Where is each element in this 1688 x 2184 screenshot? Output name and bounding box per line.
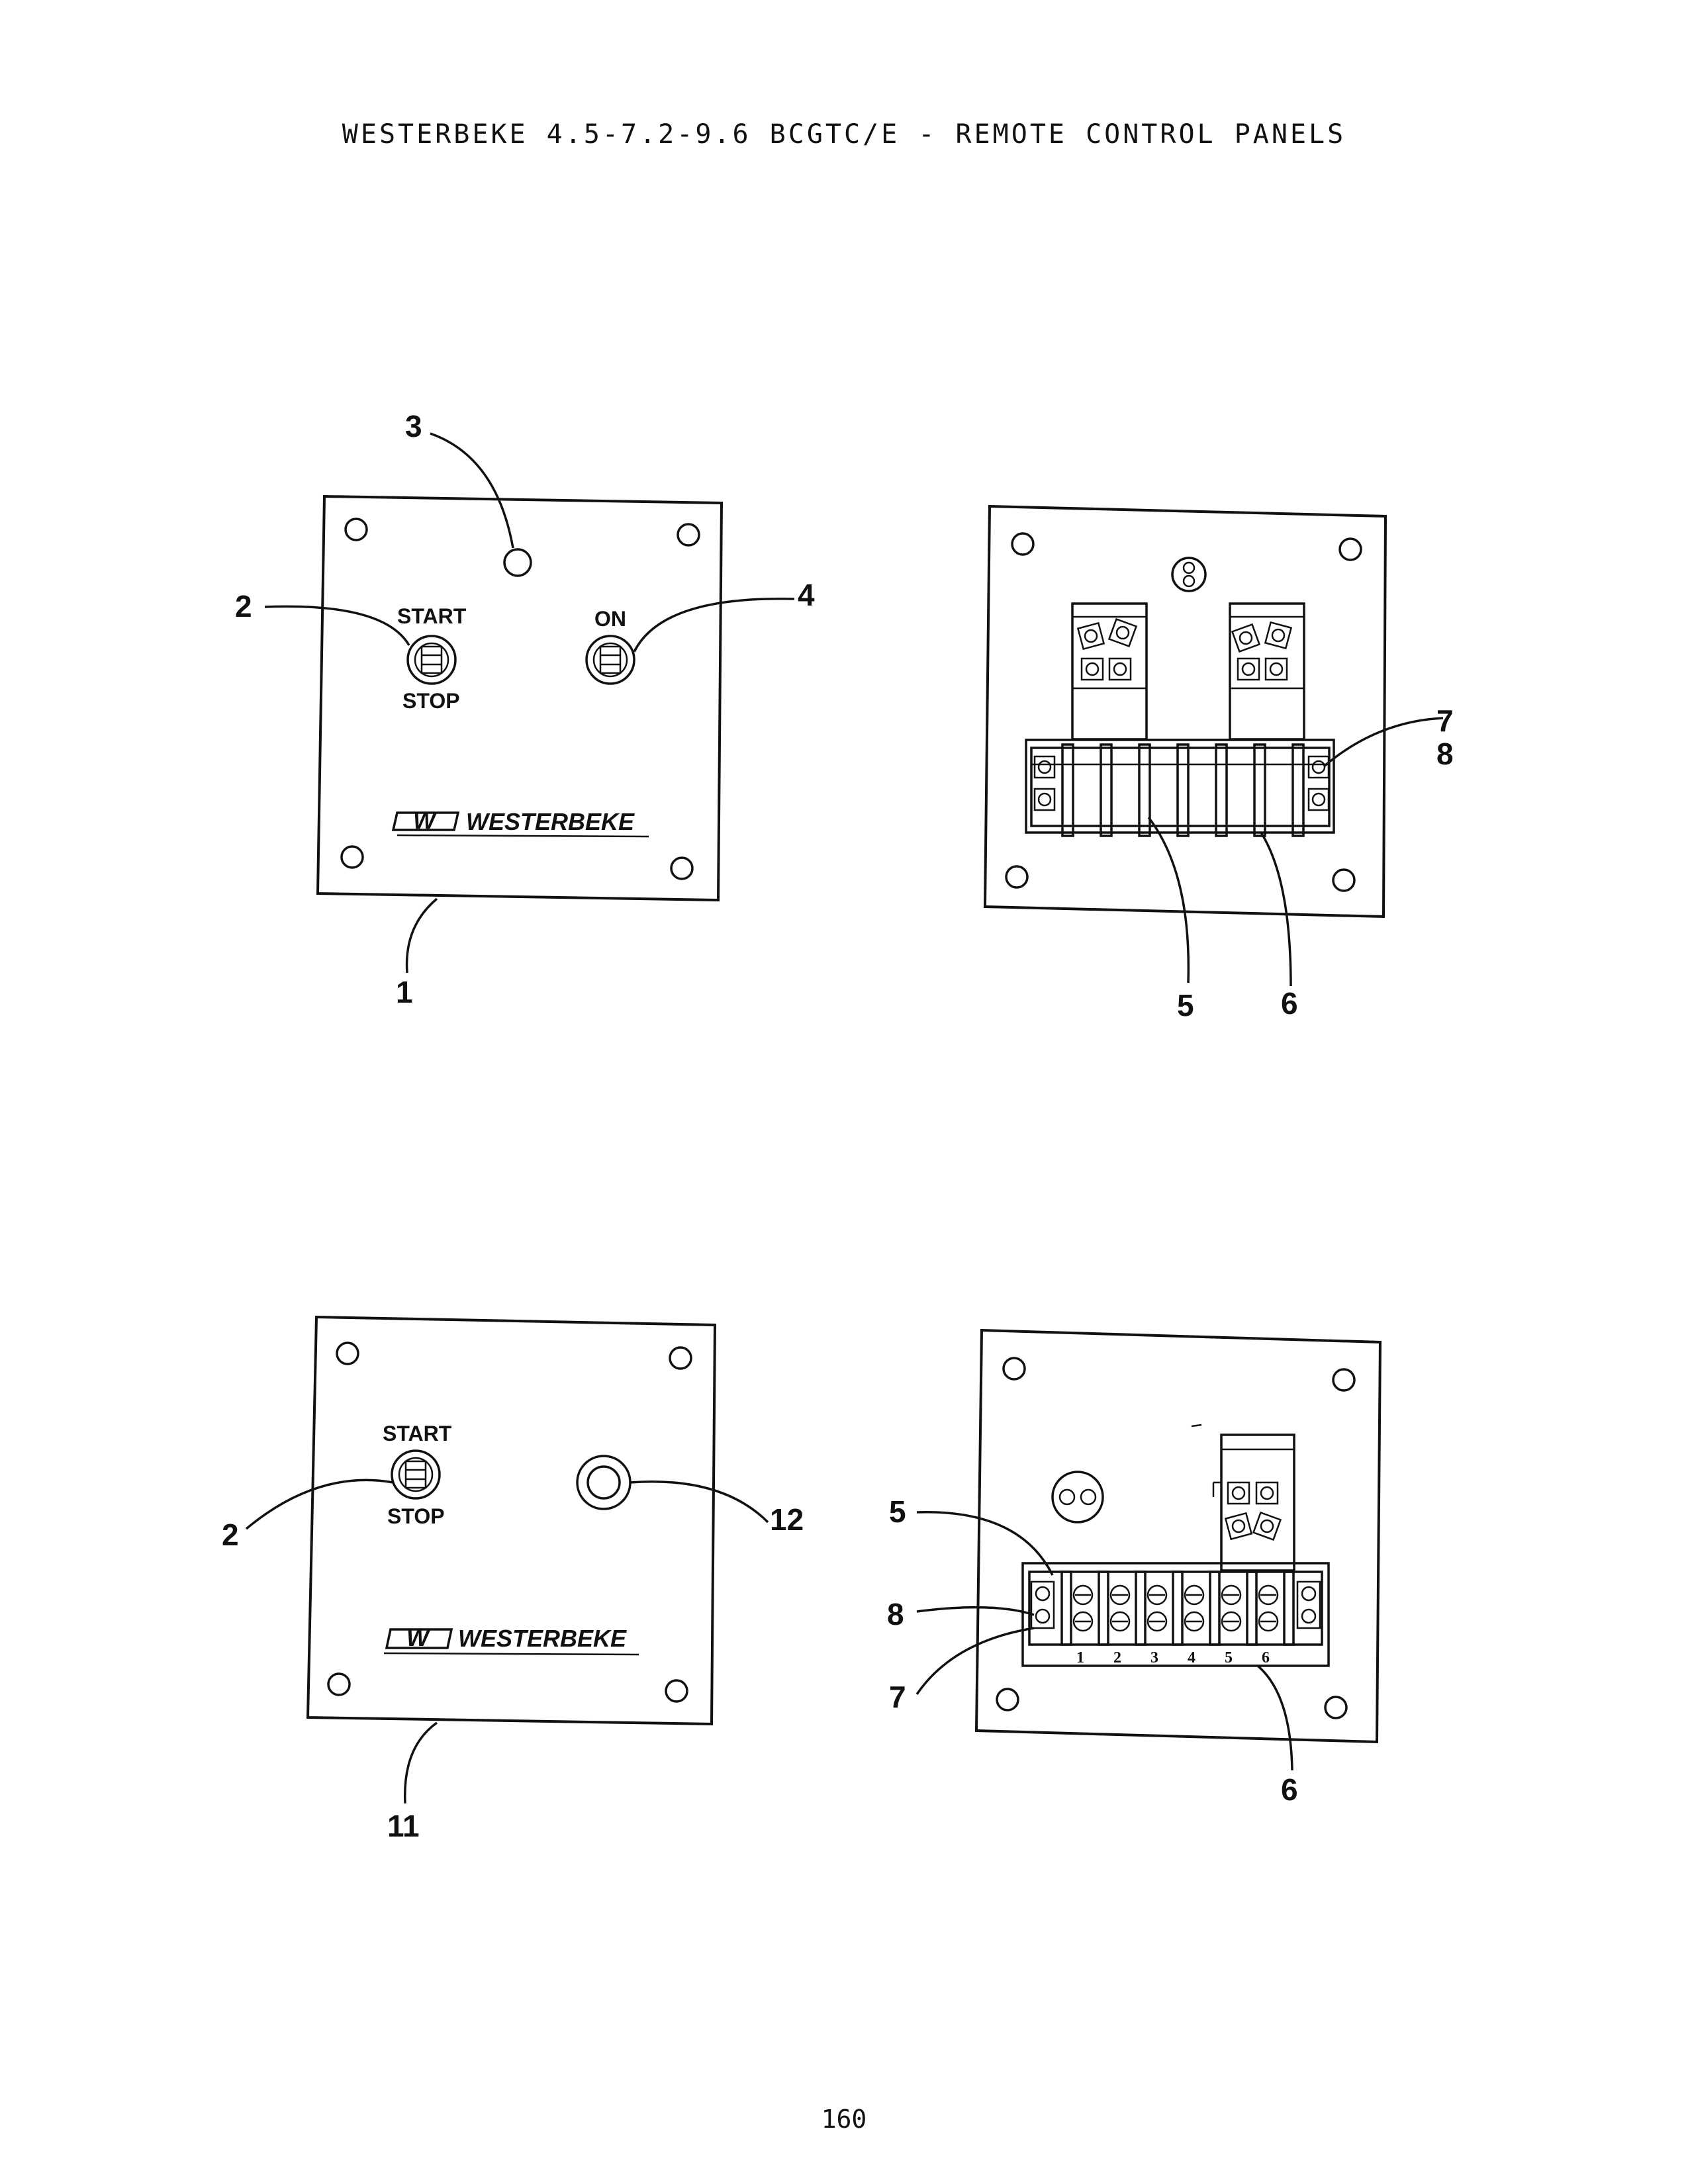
callout-12: 12 (770, 1502, 804, 1537)
terminal-post (1172, 1570, 1205, 1646)
rear-panel-1: 5 6 7 8 (983, 504, 1454, 1023)
callout-4: 4 (798, 578, 815, 612)
panel-plate-1 (316, 494, 724, 902)
callout-6: 6 (1281, 1772, 1298, 1807)
leader-5 (1147, 816, 1190, 983)
mounting-hole (327, 1672, 351, 1696)
front-panel-1: START STOP ON W WESTERBEKE 1 2 3 4 (235, 409, 815, 1009)
callout-8: 8 (1436, 737, 1454, 771)
panel-plate-2 (983, 504, 1387, 919)
on-label: ON (594, 607, 626, 631)
callout-7: 7 (1436, 704, 1454, 738)
on-switch (585, 635, 635, 685)
wire-grommet (1171, 557, 1207, 592)
mounting-hole (665, 1679, 688, 1703)
leader-6b (1256, 1664, 1293, 1771)
leader-5b (916, 1511, 1054, 1576)
callout-5: 5 (889, 1494, 906, 1529)
brand-name: WESTERBEKE (458, 1625, 627, 1652)
mounting-hole (336, 1342, 359, 1365)
leader-7 (1323, 717, 1444, 768)
callout-1: 1 (396, 975, 413, 1009)
terminal-post (1135, 1570, 1168, 1646)
mounting-hole (1005, 865, 1029, 889)
leader-12 (630, 1480, 769, 1524)
terminal-post (1246, 1570, 1279, 1646)
callout-2: 2 (235, 589, 252, 623)
mounting-hole (1332, 868, 1356, 892)
leader-1 (405, 897, 438, 974)
mounting-hole (996, 1688, 1019, 1711)
leader-4 (633, 597, 795, 653)
terminal-number: 4 (1188, 1649, 1196, 1666)
logo-mark: W (413, 807, 438, 834)
terminal-post (1209, 1570, 1242, 1646)
terminal-number: 6 (1262, 1649, 1270, 1666)
callout-2: 2 (222, 1518, 239, 1552)
panel-plate-3 (306, 1315, 717, 1726)
start-stop-switch (406, 635, 457, 685)
callout-5: 5 (1177, 988, 1194, 1023)
callout-3: 3 (405, 409, 422, 443)
mounting-hole (1324, 1696, 1348, 1719)
leader-8b (916, 1606, 1035, 1616)
page-number: 160 (821, 2105, 867, 2134)
callout-7: 7 (889, 1680, 906, 1714)
start-label: START (383, 1422, 452, 1445)
terminal-post (1098, 1570, 1131, 1646)
terminal-post (1060, 1570, 1094, 1646)
leader-2 (264, 605, 410, 646)
leader-6 (1260, 832, 1292, 987)
mounting-hole (344, 518, 368, 541)
front-panel-11: START STOP W WESTERBEKE 11 2 12 (222, 1315, 804, 1843)
mounting-hole (1002, 1357, 1026, 1381)
terminal-strip-1 (1025, 739, 1335, 837)
mounting-hole (670, 856, 694, 880)
mounting-hole (1338, 537, 1362, 561)
leader-11 (403, 1721, 438, 1804)
westerbeke-logo: W WESTERBEKE (383, 1624, 639, 1656)
leader-7b (915, 1627, 1035, 1695)
relay (1212, 1433, 1295, 1572)
mounting-hole (669, 1346, 692, 1370)
panel-plate-4 (974, 1328, 1382, 1744)
wire-grommet (1051, 1471, 1104, 1524)
callout-11: 11 (387, 1809, 420, 1843)
stop-label: STOP (402, 689, 460, 713)
terminal-number: 2 (1113, 1649, 1121, 1666)
brand-name: WESTERBEKE (466, 808, 635, 835)
relay-left (1071, 602, 1148, 741)
mounting-hole (1011, 532, 1035, 556)
logo-mark: W (406, 1624, 431, 1651)
westerbeke-logo: W WESTERBEKE (391, 807, 649, 838)
callout-6: 6 (1281, 986, 1298, 1021)
mark (1191, 1424, 1202, 1428)
stop-label: STOP (387, 1504, 445, 1528)
leader-2b (245, 1479, 394, 1530)
mounting-hole (1332, 1368, 1356, 1392)
page-title: WESTERBEKE 4.5-7.2-9.6 BCGTC/E - REMOTE … (342, 119, 1346, 150)
mounting-hole (677, 523, 700, 547)
indicator-lamp (503, 548, 532, 577)
start-stop-switch (391, 1449, 441, 1500)
start-label: START (397, 604, 467, 628)
terminal-number: 1 (1076, 1649, 1084, 1666)
terminal-strip-2: 1 2 3 4 5 6 (1021, 1562, 1330, 1667)
rear-panel-11: 1 2 3 4 5 6 5 8 7 6 (887, 1328, 1382, 1807)
terminal-number: 5 (1225, 1649, 1233, 1666)
terminal-number: 3 (1150, 1649, 1158, 1666)
mounting-hole (340, 845, 364, 869)
leader-3 (430, 432, 514, 549)
callout-8: 8 (887, 1597, 904, 1631)
